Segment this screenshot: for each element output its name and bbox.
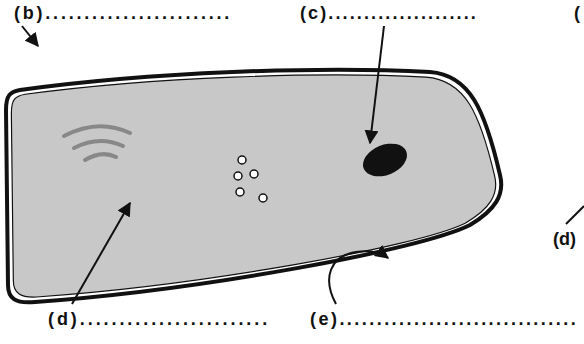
part-label: ( [574, 2, 580, 24]
inclusion-body [358, 137, 412, 182]
part-label: (e)................................ [310, 308, 578, 330]
leader-lines [22, 26, 584, 304]
dna-strands [64, 126, 130, 160]
cell-membrane [11, 75, 495, 297]
part-label: (c)..................... [300, 2, 478, 24]
ribosomes [234, 156, 267, 202]
cell-wall [6, 70, 501, 303]
part-label: (d)........................ [48, 308, 270, 330]
part-label: (d) [553, 228, 576, 250]
part-label: (b)........................ [14, 2, 232, 24]
